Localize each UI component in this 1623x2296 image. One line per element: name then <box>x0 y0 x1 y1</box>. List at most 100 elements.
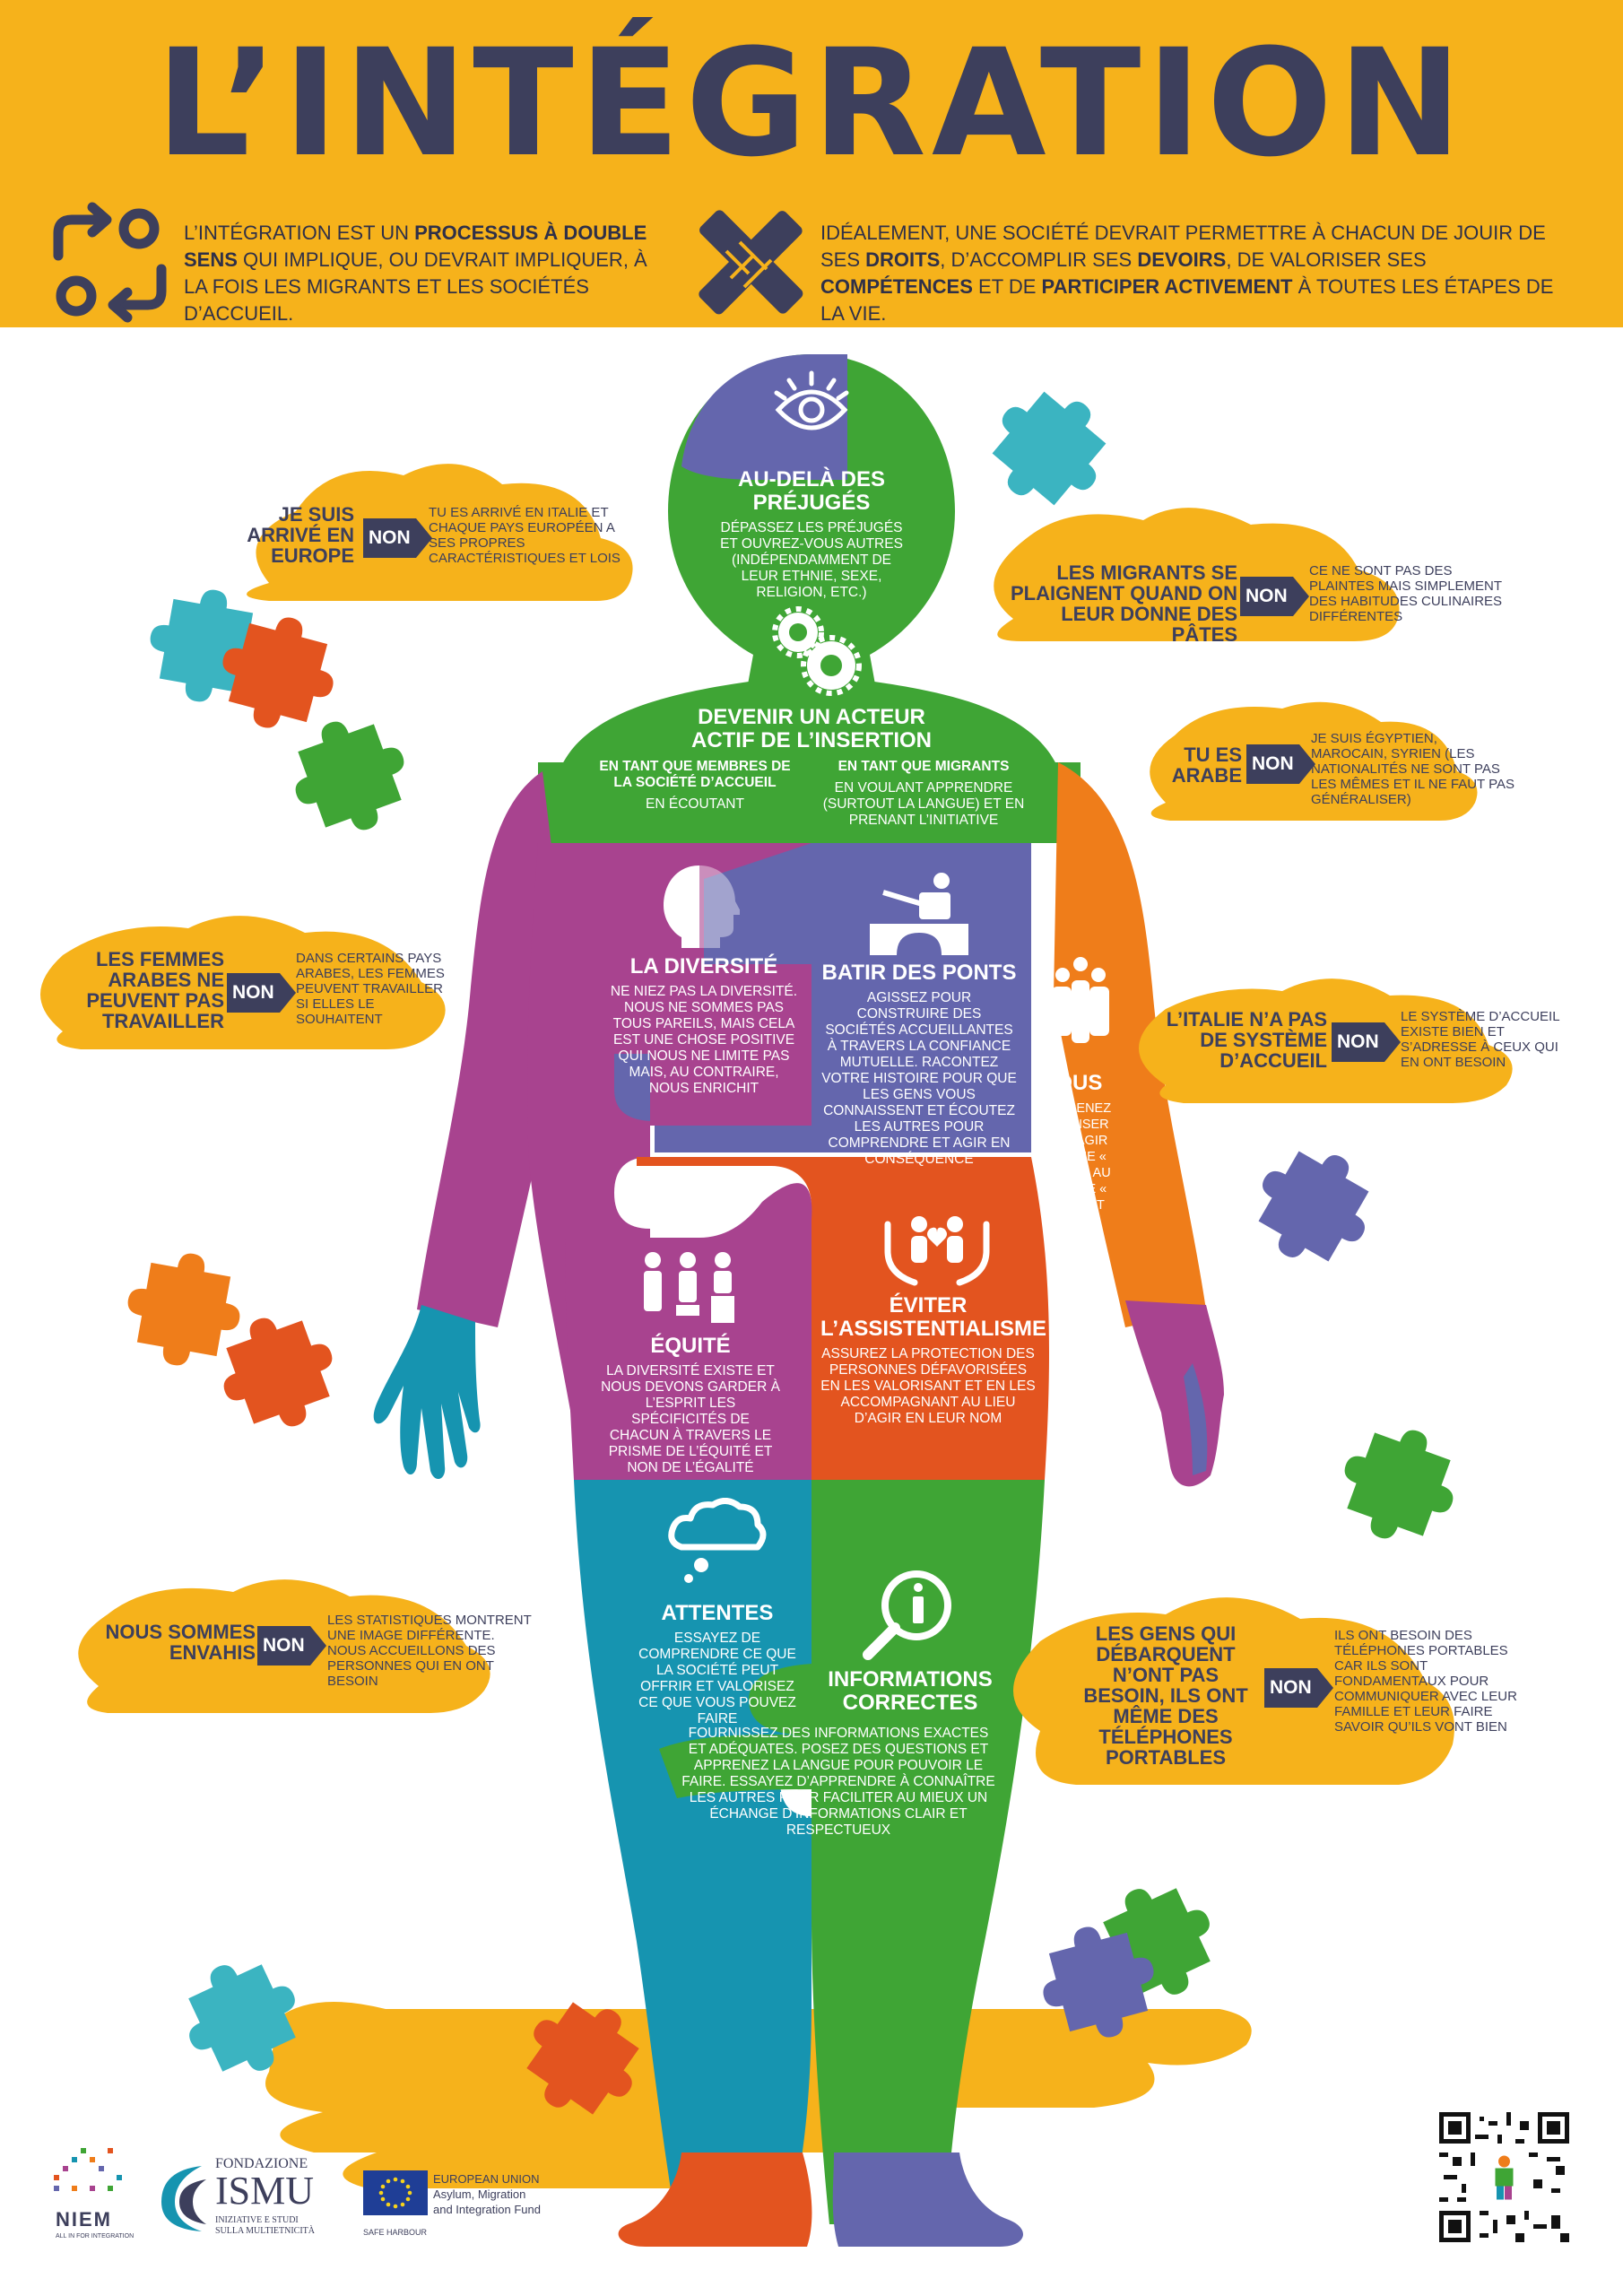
section-assist-text: Assurez la protection des personnes défa… <box>820 1346 1036 1426</box>
myth-1-answer-box: Tu es arrivé en Italie et chaque pays eu… <box>429 505 626 566</box>
section-diversite-title: La diversité <box>629 954 778 978</box>
myth-1-non: NON <box>363 518 432 558</box>
section-prejuges-text: Dépassez les préjugés et ouvrez-vous aut… <box>720 520 903 600</box>
myth-1: Je suis arrivé en Europe <box>233 504 354 566</box>
equity-icon <box>644 1252 734 1323</box>
puzzle-piece-green-2 <box>1326 1412 1471 1557</box>
myth-4-claim: Les femmes arabes ne peuvent pas travail… <box>86 948 224 1032</box>
myth-6-answer-box: Les statistiques montrent une image diff… <box>327 1613 534 1689</box>
torso-equite <box>565 1183 812 1480</box>
section-equite-text: La diversité existe et nous devons garde… <box>601 1363 780 1475</box>
section-diversite-text: Ne niez pas la diversité. Nous ne sommes… <box>610 984 798 1096</box>
section-acteur-title: Devenir un acteur actif de l’insertion <box>690 705 932 752</box>
myth-2-non: NON <box>1240 577 1309 616</box>
intro-left-text: L’intégration est un processus à double … <box>184 222 647 325</box>
ismu-logo-top: FONDAZIONE <box>215 2156 308 2171</box>
section-acteur-right-head: En tant que migrants <box>838 759 1010 774</box>
puzzle-piece-teal-1 <box>969 369 1129 528</box>
section-infos: Fournissez des informations exactes et a… <box>681 1720 995 1839</box>
half-face-icon <box>664 865 740 948</box>
section-acteur-right: En tant que migrants en voulant apprendr… <box>820 759 1027 829</box>
ismu-logo-sub1: INIZIATIVE E STUDI <box>215 2215 299 2225</box>
section-acteur: Devenir un acteur actif de l’insertion <box>681 706 942 752</box>
myth-2-claim: Les migrants se plaignent quand on leur … <box>1011 561 1237 646</box>
puzzle-piece-violet-1 <box>1236 1128 1392 1284</box>
myth-7-answer-box: Ils ont besoin des téléphones portables … <box>1334 1628 1523 1735</box>
section-ponts: Batir des ponts Agissez pour construire … <box>820 961 1018 1168</box>
myth-7: Les gens qui débarquent n’ont pas besoin… <box>1072 1623 1260 1768</box>
puzzle-piece-red-3 <box>504 1979 662 2137</box>
section-ponts-text: Agissez pour construire des sociétés acc… <box>821 990 1017 1167</box>
safe-harbour-label: SAFE HARBOUR <box>363 2228 428 2237</box>
puzzle-piece-green-1 <box>277 703 422 848</box>
section-equite: Équité La diversité existe et nous devon… <box>601 1335 780 1476</box>
group-icon <box>1052 957 1109 1043</box>
myth-2-answer: Ce ne sont pas des plaintes mais simplem… <box>1309 563 1503 624</box>
myth-5-answer: Le système d’accueil existe bien et s’ad… <box>1401 1009 1559 1070</box>
section-attentes: Attentes Essayez de comprendre ce que la… <box>637 1602 798 1727</box>
protect-hands-icon <box>884 1216 990 1286</box>
bubble-bg-5 <box>1139 978 1513 1103</box>
myth-6: Nous sommes envahis <box>99 1622 256 1663</box>
myth-7-claim: Les gens qui débarquent n’ont pas besoin… <box>1083 1622 1248 1769</box>
myth-3-answer: Je suis égyptien, marocain, syrien (les … <box>1311 731 1515 807</box>
ismu-logo-sub2: SULLA MULTIETNICITÀ <box>215 2226 316 2236</box>
section-nous: Nous Apprenez à penser et à agir comme «… <box>1040 1072 1112 1230</box>
left-arm <box>417 771 569 1327</box>
left-leg <box>574 1480 812 2229</box>
ismu-logo-text: ISMU <box>215 2169 315 2213</box>
section-assist-title: Éviter l’assistentialisme <box>820 1293 1047 1341</box>
section-assist: Éviter l’assistentialisme Assurez la pro… <box>820 1293 1047 1427</box>
myth-3-answer-box: Je suis égyptien, marocain, syrien (les … <box>1311 731 1517 807</box>
myth-1-claim: Je suis arrivé en Europe <box>247 503 354 567</box>
right-foot <box>832 2152 1024 2247</box>
section-infos-title: Informations correctes <box>828 1667 993 1715</box>
eu-line3: and Integration Fund <box>433 2203 541 2216</box>
myth-7-non: NON <box>1264 1668 1333 1708</box>
eu-title: EUROPEAN UNION <box>433 2172 540 2186</box>
myth-6-claim: Nous sommes envahis <box>105 1621 256 1664</box>
myth-2-answer-box: Ce ne sont pas des plaintes mais simplem… <box>1309 563 1515 624</box>
eye-icon <box>774 370 849 430</box>
section-nous-text: Apprenez à penser et à agir comme « nous… <box>1040 1101 1112 1229</box>
section-ponts-title: Batir des ponts <box>821 961 1017 985</box>
right-leg <box>749 1480 1045 2224</box>
section-attentes-title: Attentes <box>661 1601 774 1625</box>
section-acteur-left: En tant que membres de la société d’accu… <box>592 759 798 813</box>
myth-5-claim: L’Italie n’a pas de système d’accueil <box>1166 1008 1327 1072</box>
section-acteur-right-text: en voulant apprendre (surtout la langue)… <box>822 780 1025 828</box>
myth-5: L’Italie n’a pas de système d’accueil <box>1166 1009 1327 1071</box>
eu-line2: Asylum, Migration <box>433 2187 526 2201</box>
section-acteur-left-text: en écoutant <box>646 796 744 812</box>
info-magnifier-icon <box>863 1570 951 1660</box>
section-acteur-left-head: En tant que membres de la société d’accu… <box>599 759 791 790</box>
section-nous-title: Nous <box>1040 1071 1103 1095</box>
myth-6-answer: Les statistiques montrent une image diff… <box>327 1613 532 1689</box>
qr-code[interactable] <box>1439 2112 1569 2242</box>
torso-assist <box>637 1157 1049 1480</box>
gears-icon <box>772 606 862 696</box>
section-equite-title: Équité <box>650 1334 731 1358</box>
header-banner <box>0 0 1623 327</box>
myth-3-claim: Tu es arabe <box>1171 744 1242 787</box>
eu-flag-icon <box>363 2170 428 2215</box>
handshake-icon <box>699 210 803 315</box>
section-diversite: La diversité Ne niez pas la diversité. N… <box>610 955 798 1097</box>
niem-logo-text: NIEM <box>56 2208 112 2231</box>
thought-cloud-icon <box>668 1498 767 1583</box>
two-way-arrows-icon <box>53 202 167 323</box>
niem-logo-subtitle: ALL IN FOR INTEGRATION <box>56 2233 135 2239</box>
myth-4-non: NON <box>227 973 296 1013</box>
myth-3-non: NON <box>1246 744 1315 784</box>
section-attentes-text: Essayez de comprendre ce que la société … <box>638 1631 796 1726</box>
myth-3: Tu es arabe <box>1157 744 1242 786</box>
left-foot <box>618 2152 812 2247</box>
right-arm <box>1054 762 1206 1327</box>
page-title: L’INTÉGRATION <box>155 17 1468 189</box>
section-infos-text: Fournissez des informations exactes et a… <box>681 1726 995 1838</box>
intro-right-text: Idéalement, une société devrait permettr… <box>820 222 1554 325</box>
section-prejuges: Au-delà des préjugés Dépassez les préjug… <box>677 468 946 601</box>
myth-6-non: NON <box>257 1626 326 1665</box>
puzzle-piece-teal-3 <box>167 1943 317 2093</box>
